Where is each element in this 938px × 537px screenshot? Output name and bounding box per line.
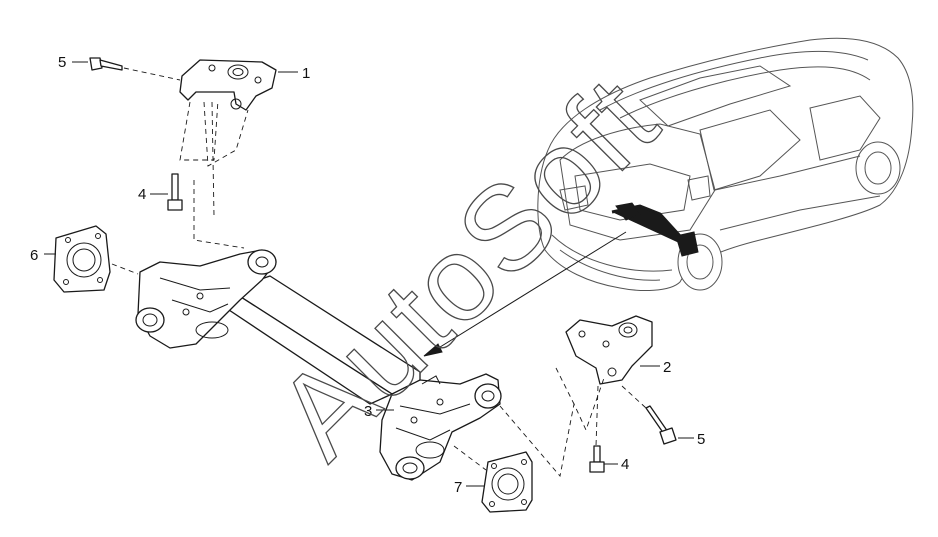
bolt-right-angled (645, 405, 677, 445)
callout-5-right: 5 (697, 431, 705, 448)
backing-plate-right (481, 451, 533, 513)
upper-mount-bracket (179, 59, 277, 111)
backing-plate-left (53, 225, 111, 293)
callout-3: 3 (364, 403, 372, 420)
leader-lines (44, 61, 694, 487)
callout-2: 2 (663, 359, 671, 376)
callout-5-left: 5 (58, 54, 66, 71)
callout-4-right: 4 (621, 456, 629, 473)
bolt-vertical-left (167, 173, 183, 211)
callout-6: 6 (30, 247, 38, 264)
alignment-lines (111, 67, 647, 477)
rear-axle-beam (135, 249, 502, 481)
callout-1: 1 (302, 65, 310, 82)
right-mount-bracket (565, 315, 653, 385)
callout-4-left: 4 (138, 186, 146, 203)
vehicle-illustration (537, 37, 914, 291)
callout-7: 7 (454, 479, 462, 496)
bolt-upper (89, 57, 123, 71)
location-arrow (423, 231, 627, 357)
bolt-vertical-right (589, 445, 605, 473)
